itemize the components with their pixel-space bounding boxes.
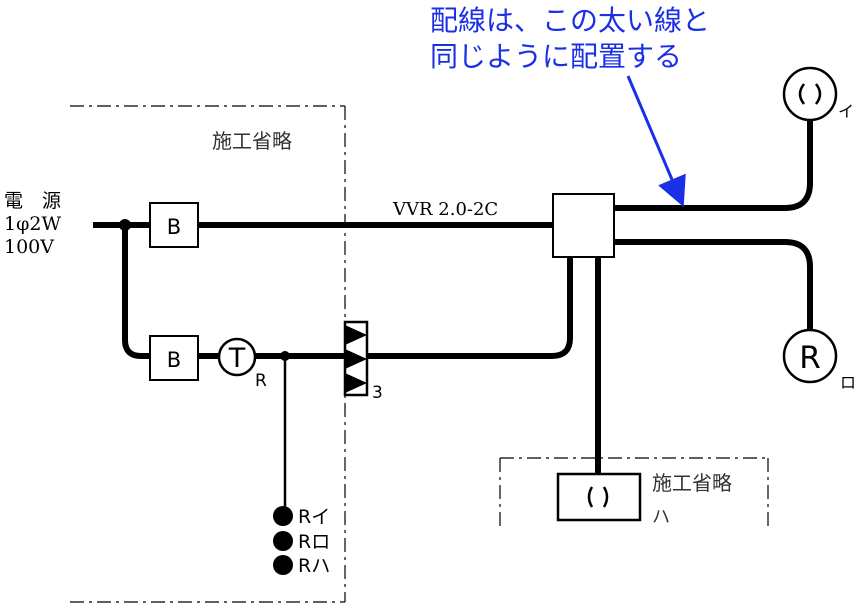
timer-letter: T bbox=[228, 343, 246, 374]
note-line-1: 配線は、この太い線と bbox=[430, 4, 710, 37]
breaker-lower-label: B bbox=[167, 348, 181, 372]
relay-unit-count: 3 bbox=[372, 383, 383, 403]
junction-dot-source bbox=[119, 219, 131, 231]
omission-label-lower: 施工省略 bbox=[652, 471, 732, 495]
wiring-note: 配線は、この太い線と 同じように配置する bbox=[430, 4, 710, 208]
source-label-1: 電 源 bbox=[4, 190, 61, 212]
remote-switch-label-i: Rイ bbox=[298, 506, 330, 528]
source-label-3: 100V bbox=[4, 236, 54, 258]
breaker-upper: B bbox=[149, 202, 199, 248]
lamp-i-label: イ bbox=[838, 102, 854, 121]
junction-dot-timer bbox=[280, 351, 290, 361]
lamp-ro: R ロ bbox=[782, 328, 856, 392]
lamp-i: イ bbox=[782, 66, 854, 122]
junction-box bbox=[552, 193, 615, 258]
remote-switch-label-ha: Rハ bbox=[298, 555, 330, 577]
cable-label: VVR 2.0-2C bbox=[392, 199, 498, 220]
lamp-ro-letter: R bbox=[799, 340, 821, 376]
breaker-upper-label: B bbox=[167, 215, 181, 239]
timer-subscript: R bbox=[255, 371, 267, 391]
lamp-ha: ハ bbox=[556, 472, 670, 528]
omission-label-main: 施工省略 bbox=[212, 129, 292, 153]
note-line-2: 同じように配置する bbox=[430, 40, 682, 73]
note-arrow bbox=[626, 75, 686, 208]
remote-switches: Rイ Rロ Rハ bbox=[273, 506, 330, 577]
remote-switch-label-ro: Rロ bbox=[298, 531, 330, 553]
power-source-label: 電 源 1φ2W 100V bbox=[4, 190, 61, 258]
source-label-2: 1φ2W bbox=[4, 213, 61, 235]
omission-boundary-lower bbox=[499, 457, 769, 528]
lamp-ha-label: ハ bbox=[652, 507, 670, 528]
thick-wiring bbox=[93, 120, 813, 474]
timer-switch: T R bbox=[217, 337, 267, 391]
lamp-ro-label: ロ bbox=[840, 373, 856, 392]
breaker-lower: B bbox=[149, 335, 199, 381]
relay-unit: 3 bbox=[343, 320, 383, 403]
